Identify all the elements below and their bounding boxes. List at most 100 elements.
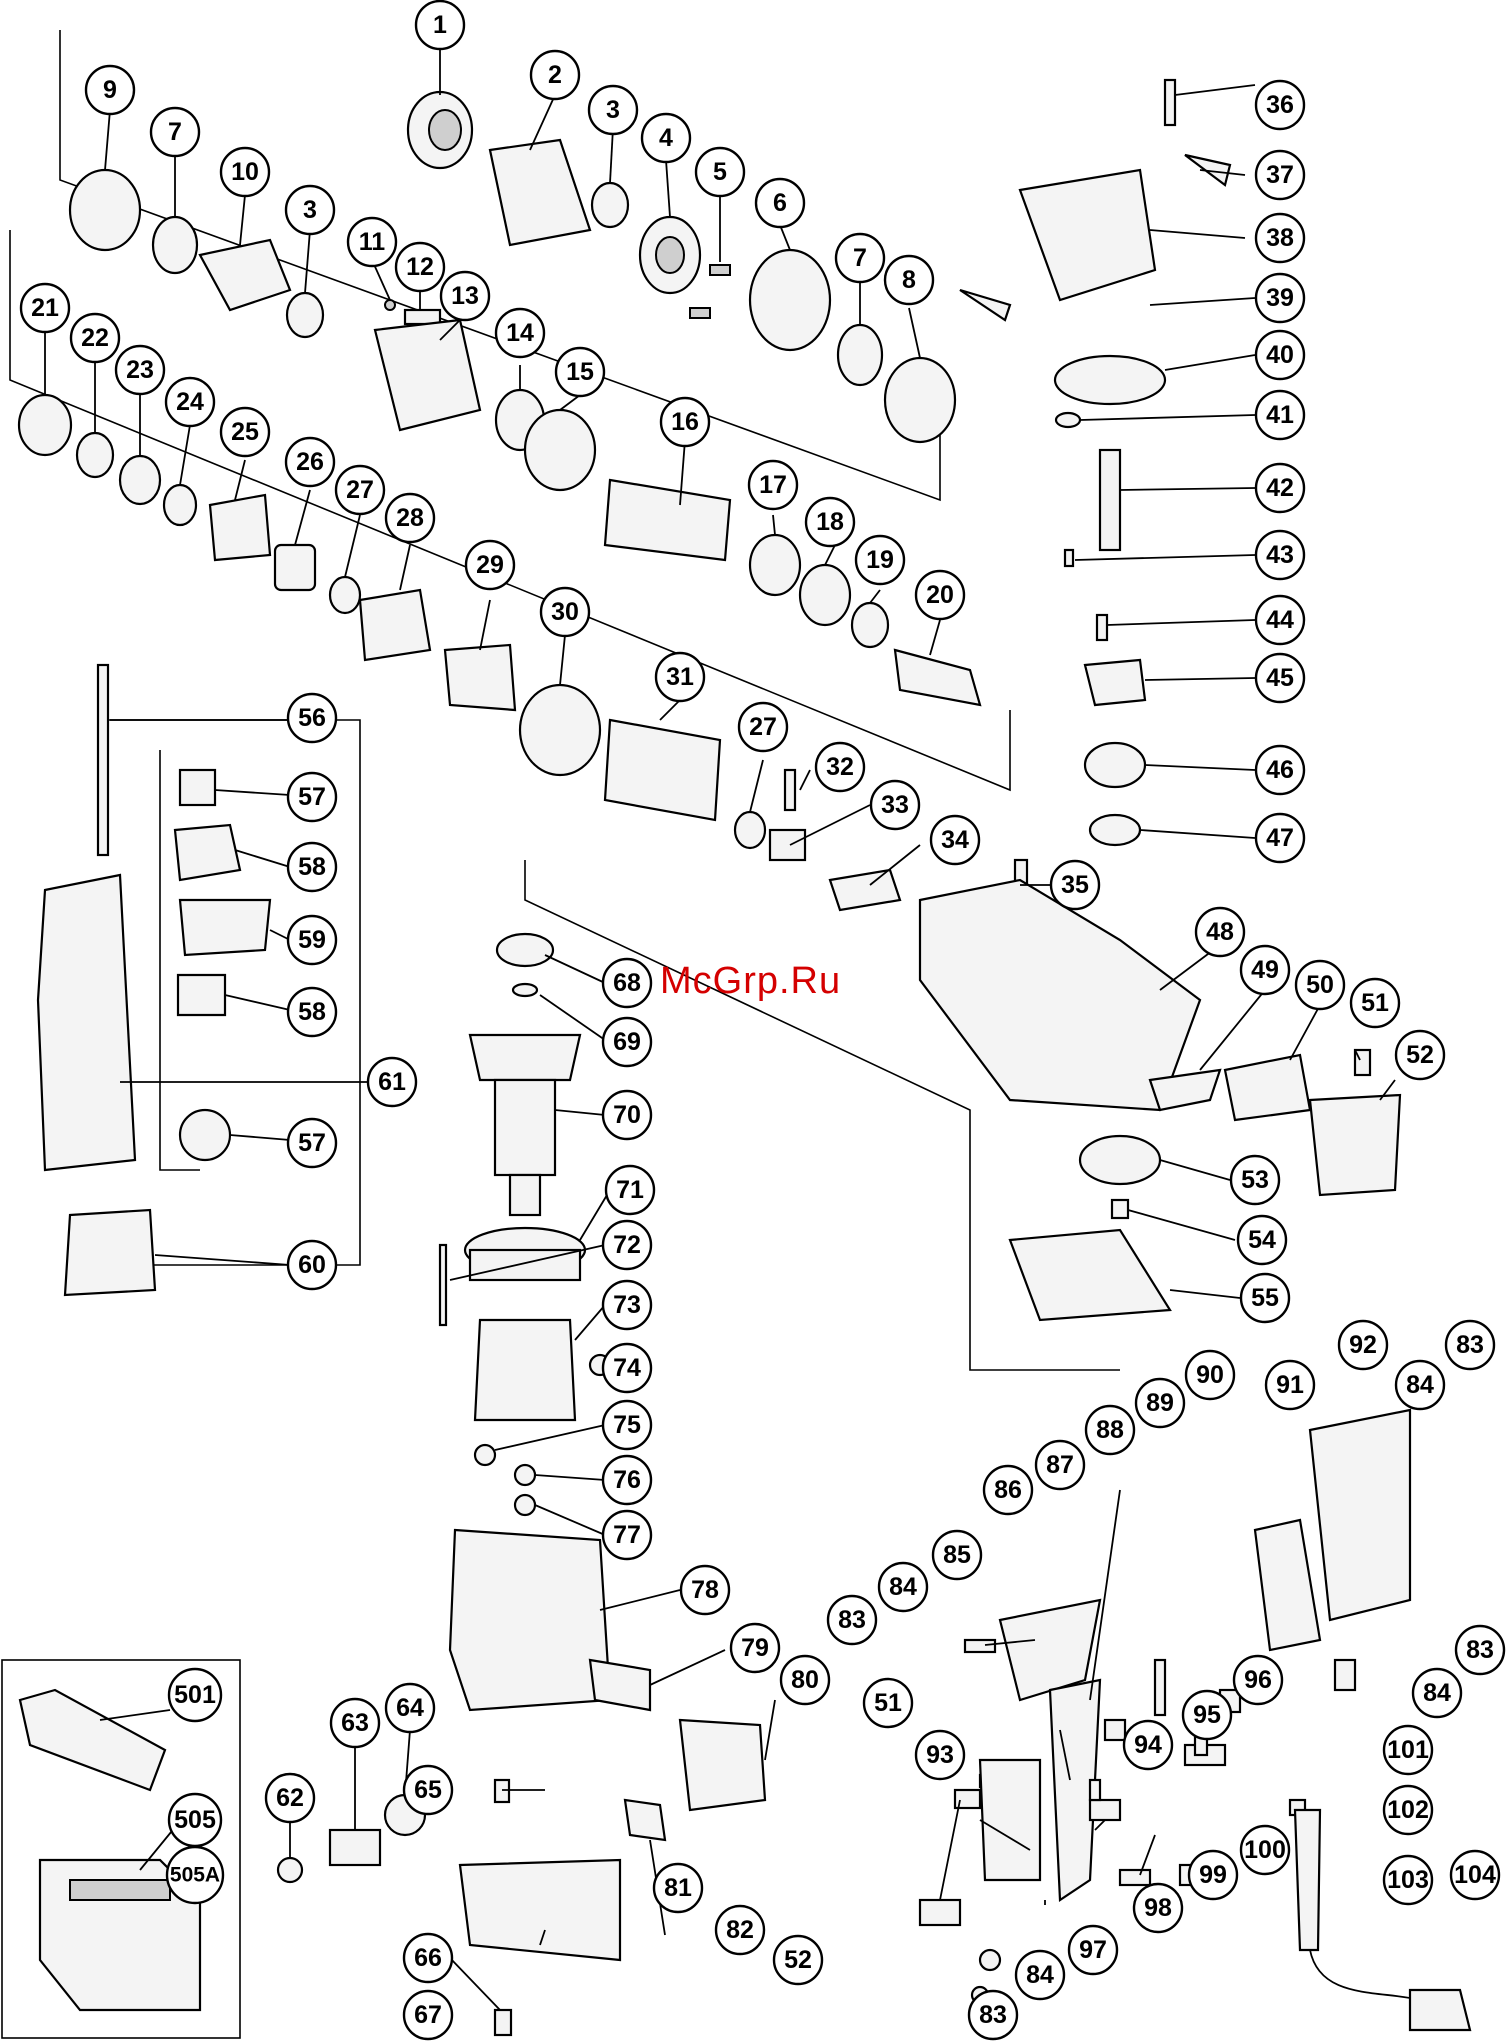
svg-text:49: 49 <box>1251 956 1279 984</box>
callout-89: 89 <box>1134 1377 1186 1429</box>
svg-text:73: 73 <box>613 1291 641 1319</box>
callout-6: 6 <box>754 177 806 229</box>
callout-64: 64 <box>384 1682 436 1734</box>
callout-19: 19 <box>854 534 906 586</box>
svg-text:62: 62 <box>276 1784 304 1812</box>
svg-text:505A: 505A <box>170 1864 220 1887</box>
svg-text:95: 95 <box>1193 1701 1221 1729</box>
callout-43: 43 <box>1254 529 1306 581</box>
callout-53: 53 <box>1229 1154 1281 1206</box>
svg-text:20: 20 <box>926 581 954 609</box>
callout-51: 51 <box>1349 977 1401 1029</box>
callout-87: 87 <box>1034 1439 1086 1491</box>
callout-59: 59 <box>286 914 338 966</box>
svg-text:7: 7 <box>168 118 182 146</box>
svg-text:10: 10 <box>231 158 259 186</box>
svg-text:69: 69 <box>613 1028 641 1056</box>
svg-text:82: 82 <box>726 1916 754 1944</box>
svg-text:102: 102 <box>1387 1796 1429 1824</box>
svg-text:83: 83 <box>979 2001 1007 2029</box>
callout-4: 4 <box>640 112 692 164</box>
callout-84b: 84 <box>1394 1359 1446 1411</box>
svg-text:87: 87 <box>1046 1451 1074 1479</box>
callout-85: 85 <box>931 1529 983 1581</box>
callout-84c: 84 <box>1411 1667 1463 1719</box>
svg-text:79: 79 <box>741 1634 769 1662</box>
svg-text:6: 6 <box>773 189 787 217</box>
svg-text:48: 48 <box>1206 918 1234 946</box>
svg-text:84: 84 <box>1423 1679 1451 1707</box>
svg-text:81: 81 <box>664 1874 692 1902</box>
callout-79: 79 <box>729 1622 781 1674</box>
svg-text:23: 23 <box>126 356 154 384</box>
svg-text:19: 19 <box>866 546 894 574</box>
svg-text:43: 43 <box>1266 541 1294 569</box>
svg-text:52: 52 <box>784 1946 812 1974</box>
callout-34: 34 <box>929 814 981 866</box>
svg-text:99: 99 <box>1199 1861 1227 1889</box>
callout-74: 74 <box>601 1342 653 1394</box>
svg-text:70: 70 <box>613 1101 641 1129</box>
svg-text:29: 29 <box>476 551 504 579</box>
callout-83b: 83 <box>1444 1319 1496 1371</box>
svg-text:47: 47 <box>1266 824 1294 852</box>
svg-text:35: 35 <box>1061 871 1089 899</box>
callout-83: 83 <box>826 1594 878 1646</box>
callout-78: 78 <box>679 1564 731 1616</box>
svg-text:46: 46 <box>1266 756 1294 784</box>
svg-text:505: 505 <box>174 1806 216 1834</box>
callout-58b: 58 <box>286 986 338 1038</box>
svg-text:78: 78 <box>691 1576 719 1604</box>
callout-81: 81 <box>652 1862 704 1914</box>
callout-58: 58 <box>286 841 338 893</box>
svg-text:85: 85 <box>943 1541 971 1569</box>
callout-70: 70 <box>601 1089 653 1141</box>
callout-27: 27 <box>334 464 386 516</box>
callout-505a: 505A <box>165 1845 225 1905</box>
svg-text:1: 1 <box>433 11 447 39</box>
callout-51b: 51 <box>862 1677 914 1729</box>
callout-104: 104 <box>1449 1849 1501 1901</box>
svg-text:42: 42 <box>1266 474 1294 502</box>
callout-52: 52 <box>1394 1029 1446 1081</box>
callout-52b: 52 <box>772 1934 824 1986</box>
callout-69: 69 <box>601 1016 653 1068</box>
callout-3b: 3 <box>284 184 336 236</box>
crankcase-parts <box>918 78 1402 1322</box>
svg-text:74: 74 <box>613 1354 641 1382</box>
svg-text:34: 34 <box>941 826 969 854</box>
callout-35: 35 <box>1049 859 1101 911</box>
svg-text:8: 8 <box>902 266 916 294</box>
svg-text:83: 83 <box>1466 1636 1494 1664</box>
callout-16: 16 <box>659 396 711 448</box>
callout-25: 25 <box>219 406 271 458</box>
svg-text:101: 101 <box>1387 1736 1429 1764</box>
svg-text:38: 38 <box>1266 224 1294 252</box>
callout-98: 98 <box>1132 1882 1184 1934</box>
callout-67: 67 <box>402 1989 454 2041</box>
svg-text:37: 37 <box>1266 161 1294 189</box>
callout-44: 44 <box>1254 594 1306 646</box>
svg-text:75: 75 <box>613 1411 641 1439</box>
svg-text:61: 61 <box>378 1068 406 1096</box>
callout-84: 84 <box>877 1561 929 1613</box>
callout-90: 90 <box>1184 1349 1236 1401</box>
callout-42: 42 <box>1254 462 1306 514</box>
svg-text:91: 91 <box>1276 1371 1304 1399</box>
motor-stack-parts <box>276 932 767 2037</box>
svg-text:33: 33 <box>881 791 909 819</box>
callout-63: 63 <box>329 1697 381 1749</box>
callout-10: 10 <box>219 146 271 198</box>
svg-text:32: 32 <box>826 753 854 781</box>
callout-21: 21 <box>19 282 71 334</box>
callout-22: 22 <box>69 312 121 364</box>
callout-80: 80 <box>779 1654 831 1706</box>
svg-text:45: 45 <box>1266 664 1294 692</box>
callout-13: 13 <box>439 270 491 322</box>
callout-50: 50 <box>1294 959 1346 1011</box>
callout-86: 86 <box>982 1464 1034 1516</box>
callout-71: 71 <box>604 1164 656 1216</box>
callout-1: 1 <box>414 0 466 51</box>
callout-92: 92 <box>1337 1319 1389 1371</box>
svg-text:2: 2 <box>548 61 562 89</box>
